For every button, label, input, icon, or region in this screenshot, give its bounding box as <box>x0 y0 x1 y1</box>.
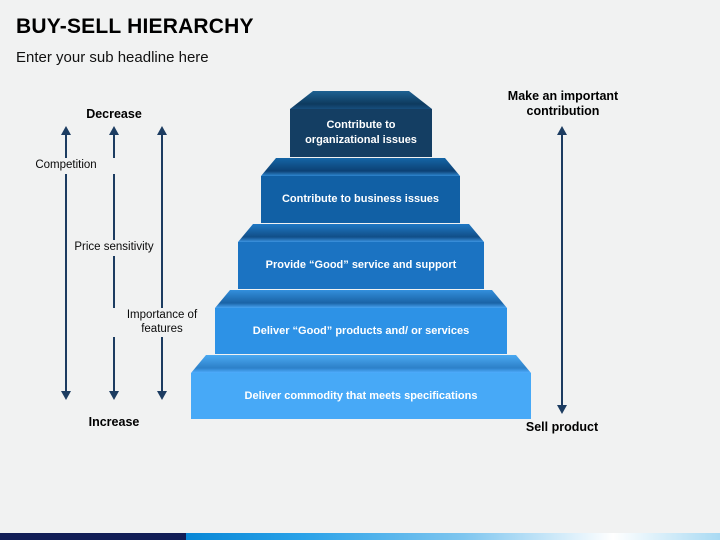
step-label: Deliver “Good” products and/ or services <box>215 308 507 354</box>
step-label: Deliver commodity that meets specificati… <box>191 373 531 419</box>
pyramid-step-4: Deliver “Good” products and/ or services <box>215 290 507 354</box>
arrow-down-icon <box>109 391 119 400</box>
arrow-up-icon <box>61 126 71 135</box>
arrow-label-importance-of-features: Importance of features <box>112 308 212 338</box>
double-arrow-price-sensitivity <box>108 126 120 400</box>
step-top-face <box>290 91 432 109</box>
pyramid-step-3: Provide “Good” service and support <box>238 224 484 289</box>
step-label: Provide “Good” service and support <box>238 242 484 289</box>
arrow-shaft <box>65 135 67 391</box>
arrow-shaft <box>113 135 115 391</box>
footer-bar-gradient-segment <box>186 533 720 540</box>
double-arrow-competition <box>60 126 72 400</box>
left-scale-bottom-label: Increase <box>64 414 164 431</box>
arrow-down-icon <box>557 405 567 414</box>
step-label: Contribute to business issues <box>261 176 460 223</box>
right-scale-bottom-label: Sell product <box>522 419 602 436</box>
double-arrow-contribution-scale <box>556 126 568 414</box>
step-top-face <box>191 355 531 373</box>
right-scale-top-label: Make an important contribution <box>498 88 628 120</box>
left-scale-top-label: Decrease <box>64 106 164 123</box>
step-label: Contribute to organizational issues <box>290 109 432 157</box>
pyramid-step-1: Contribute to organizational issues <box>290 91 432 157</box>
arrow-up-icon <box>157 126 167 135</box>
arrow-shaft <box>561 135 563 405</box>
pyramid-step-2: Contribute to business issues <box>261 158 460 223</box>
arrow-up-icon <box>557 126 567 135</box>
page-title: BUY-SELL HIERARCHY <box>16 15 254 38</box>
step-top-face <box>238 224 484 242</box>
footer-accent-bar <box>0 533 720 540</box>
step-top-face <box>215 290 507 308</box>
step-top-face <box>261 158 460 176</box>
pyramid-step-5: Deliver commodity that meets specificati… <box>191 355 531 419</box>
arrow-label-competition: Competition <box>16 158 116 174</box>
arrow-down-icon <box>61 391 71 400</box>
arrow-shaft <box>161 135 163 391</box>
double-arrow-importance-of-features <box>156 126 168 400</box>
arrow-label-price-sensitivity: Price sensitivity <box>74 240 154 256</box>
arrow-up-icon <box>109 126 119 135</box>
footer-bar-navy-segment <box>0 533 186 540</box>
page-subtitle: Enter your sub headline here <box>16 49 209 66</box>
arrow-down-icon <box>157 391 167 400</box>
